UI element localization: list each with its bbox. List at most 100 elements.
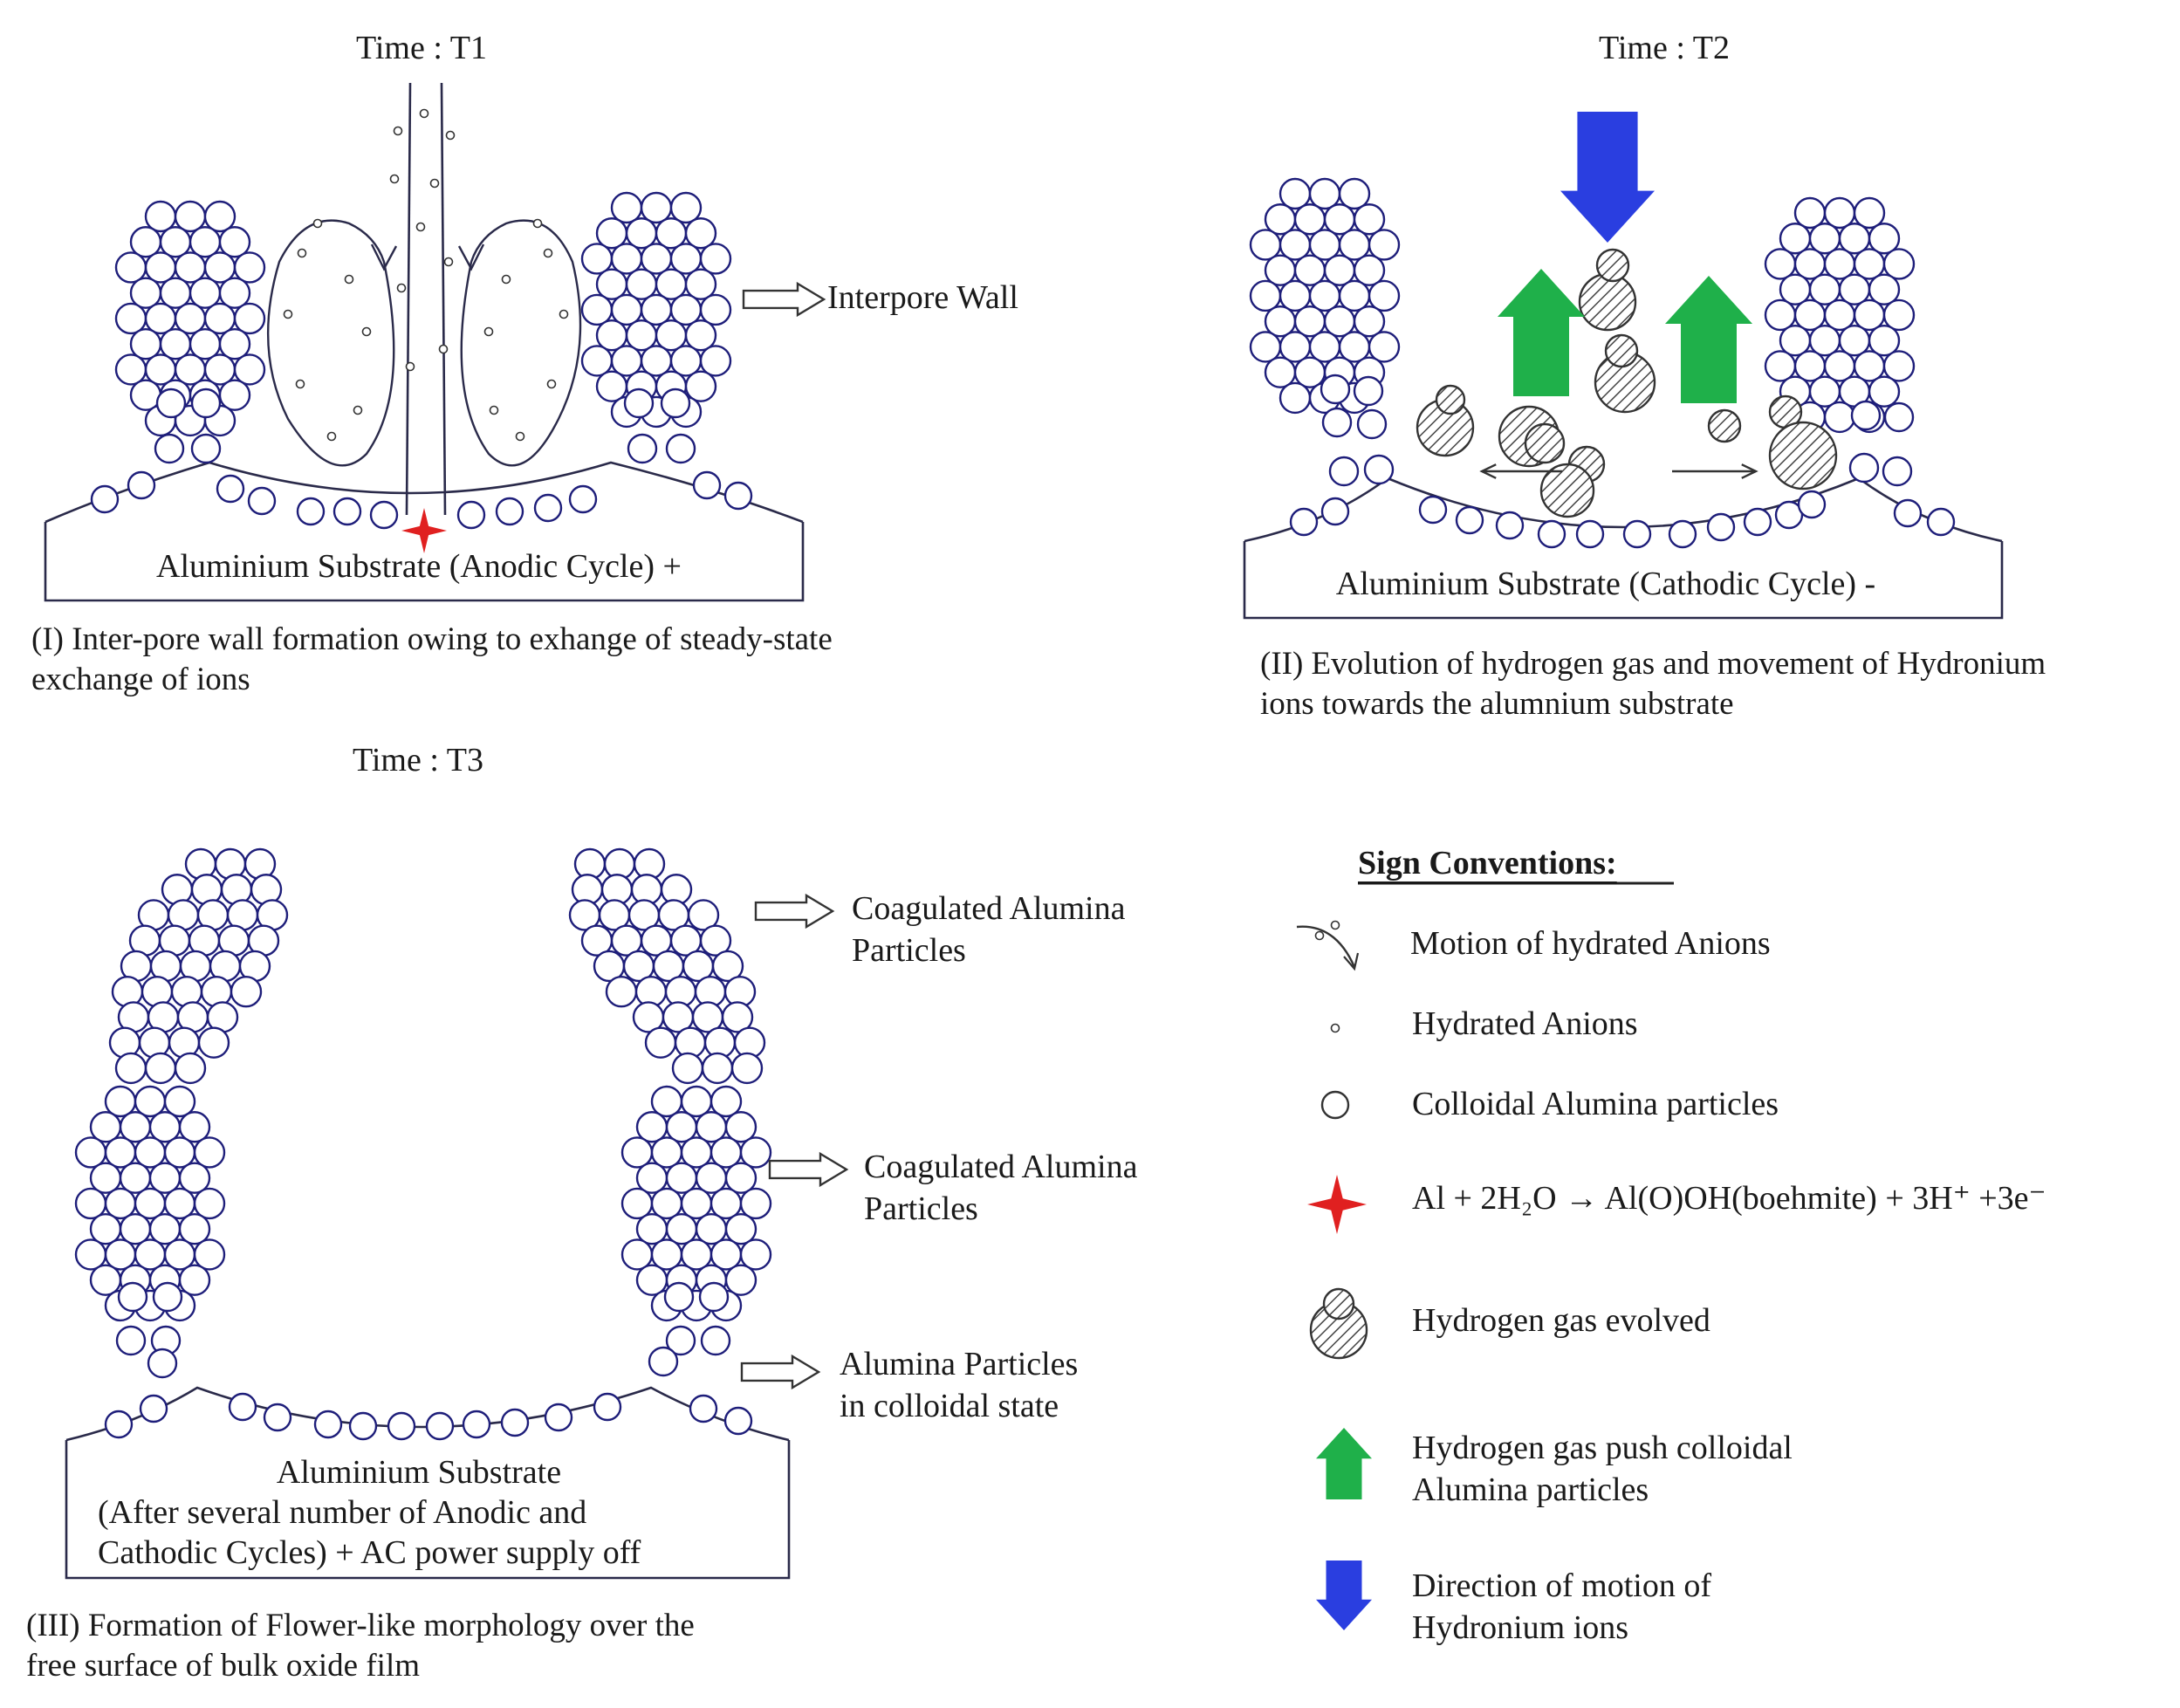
alumina-particle bbox=[723, 481, 753, 511]
gas-push-arrow-right bbox=[1672, 463, 1758, 479]
cluster-particle bbox=[699, 293, 732, 326]
alumina-particle bbox=[296, 497, 326, 526]
alumina-particle bbox=[623, 388, 655, 419]
cluster-particle bbox=[1368, 279, 1401, 312]
hydrogen-gas-icon-small bbox=[1322, 1287, 1355, 1320]
panel-1-substrate-box bbox=[44, 522, 805, 602]
alumina-particle bbox=[348, 1411, 378, 1441]
alumina-particle bbox=[1455, 505, 1484, 535]
hydrated-anion bbox=[415, 222, 426, 232]
legend-item-colloidal: Colloidal Alumina particles bbox=[1412, 1086, 1779, 1122]
coagulated-label-2-line2: Particles bbox=[864, 1190, 978, 1227]
hydrogen-bubble bbox=[1435, 384, 1466, 415]
alumina-particle bbox=[1850, 400, 1882, 431]
panel-1-time: Time : T1 bbox=[356, 30, 487, 66]
alumina-particle bbox=[313, 1410, 343, 1439]
cluster-particle bbox=[1853, 196, 1886, 230]
alumina-particle bbox=[387, 1411, 416, 1441]
cluster-particle bbox=[174, 1052, 207, 1085]
cluster-particle bbox=[1882, 298, 1916, 332]
cluster-particle bbox=[684, 370, 717, 402]
cluster-particle bbox=[233, 353, 266, 386]
hydrogen-bubble bbox=[1595, 248, 1630, 283]
alumina-particle bbox=[698, 1281, 730, 1313]
hydrated-anion bbox=[361, 326, 372, 337]
alumina-particle bbox=[700, 1325, 731, 1356]
legend-item-hydrated-anion: Hydrated Anions bbox=[1412, 1005, 1638, 1042]
alumina-particle bbox=[665, 433, 696, 464]
interpore-wall-arrow bbox=[742, 281, 826, 318]
panel-2-substrate-surface bbox=[1244, 477, 2003, 543]
alumina-particle bbox=[495, 497, 524, 526]
alumina-particle bbox=[1289, 507, 1319, 537]
coagulated-label-1-line1: Coagulated Alumina bbox=[852, 890, 1126, 927]
coagulated-label-1-line2: Particles bbox=[852, 932, 966, 969]
cluster-particle bbox=[701, 1052, 734, 1085]
cluster-particle bbox=[730, 1052, 764, 1085]
alumina-particle bbox=[1356, 408, 1388, 440]
panel-1-caption-line2: exchange of ions bbox=[31, 662, 250, 697]
hydrated-anion bbox=[396, 283, 407, 293]
cluster-particle bbox=[218, 277, 251, 309]
alumina-particle bbox=[139, 1394, 168, 1423]
cluster-particle bbox=[230, 975, 263, 1008]
panel-1-caption-line1: (I) Inter-pore wall formation owing to e… bbox=[31, 621, 833, 657]
colloidal-label-line1: Alumina Particles bbox=[840, 1346, 1079, 1382]
coagulated-label-2-line1: Coagulated Alumina bbox=[864, 1149, 1138, 1185]
hydrated-anion bbox=[429, 178, 440, 189]
cluster-particle bbox=[684, 217, 717, 250]
panel-2-caption-line2: ions towards the alumnium substrate bbox=[1260, 686, 1734, 722]
arrow-head bbox=[1479, 463, 1497, 479]
hydrogen-bubble bbox=[1524, 422, 1566, 464]
hydrated-anion bbox=[297, 248, 307, 258]
alumina-particle bbox=[1882, 456, 1913, 487]
alumina-particle bbox=[663, 1281, 695, 1313]
alumina-particle bbox=[369, 500, 399, 530]
panel-2-substrate-box bbox=[1243, 541, 2004, 620]
alumina-particle bbox=[152, 1281, 183, 1313]
alumina-particle bbox=[1575, 519, 1605, 549]
hydrogen-green-arrow-right bbox=[1665, 276, 1752, 403]
cluster-particle bbox=[193, 1136, 226, 1169]
alumina-particle bbox=[1743, 507, 1772, 537]
panel-3-caption-line1: (III) Formation of Flower-like morpholog… bbox=[26, 1608, 695, 1643]
alumina-particle bbox=[1328, 456, 1360, 487]
alumina-particle bbox=[1363, 454, 1395, 485]
cluster-particle bbox=[724, 1264, 758, 1296]
alumina-particle bbox=[692, 470, 722, 500]
alumina-particle bbox=[425, 1411, 455, 1441]
alumina-particle bbox=[1537, 519, 1566, 549]
hydrated-anion bbox=[546, 379, 557, 389]
cluster-particle bbox=[699, 924, 732, 957]
hydrated-anion bbox=[489, 405, 499, 415]
panel-3-substrate-box bbox=[65, 1440, 791, 1580]
cluster-particle bbox=[671, 1052, 704, 1085]
alumina-particle bbox=[1774, 500, 1804, 530]
hydrogen-bubble bbox=[1578, 272, 1637, 332]
alumina-particle bbox=[593, 1392, 622, 1422]
alumina-particle bbox=[1848, 452, 1880, 484]
coagulated-arrow-1 bbox=[754, 893, 835, 929]
cluster-particle bbox=[1279, 381, 1312, 415]
hydrated-anion bbox=[326, 431, 337, 442]
hydrated-anion bbox=[393, 126, 403, 136]
hydrated-anion bbox=[353, 405, 363, 415]
cluster-particle bbox=[1353, 254, 1386, 286]
alumina-particle bbox=[1706, 512, 1736, 542]
pore-channel-right bbox=[440, 82, 447, 516]
alumina-particle bbox=[665, 1325, 696, 1356]
cluster-particle bbox=[1868, 375, 1901, 408]
cluster-particle bbox=[193, 1187, 226, 1220]
panel-3-left-lower-cluster bbox=[74, 1085, 226, 1322]
alumina-particle bbox=[1797, 490, 1827, 519]
alumina-particle bbox=[1622, 519, 1652, 549]
panel-3-right-lower-cluster bbox=[620, 1085, 772, 1322]
hydrated-anion bbox=[295, 379, 305, 389]
alumina-particle bbox=[568, 484, 598, 514]
cluster-particle bbox=[1368, 331, 1401, 363]
panel-2-caption-line1: (II) Evolution of hydrogen gas and movem… bbox=[1260, 646, 2046, 682]
anodic-reaction-star bbox=[401, 508, 447, 553]
alumina-particle bbox=[1353, 375, 1384, 407]
legend-item-green-arrow-line2: Alumina particles bbox=[1412, 1471, 1649, 1508]
